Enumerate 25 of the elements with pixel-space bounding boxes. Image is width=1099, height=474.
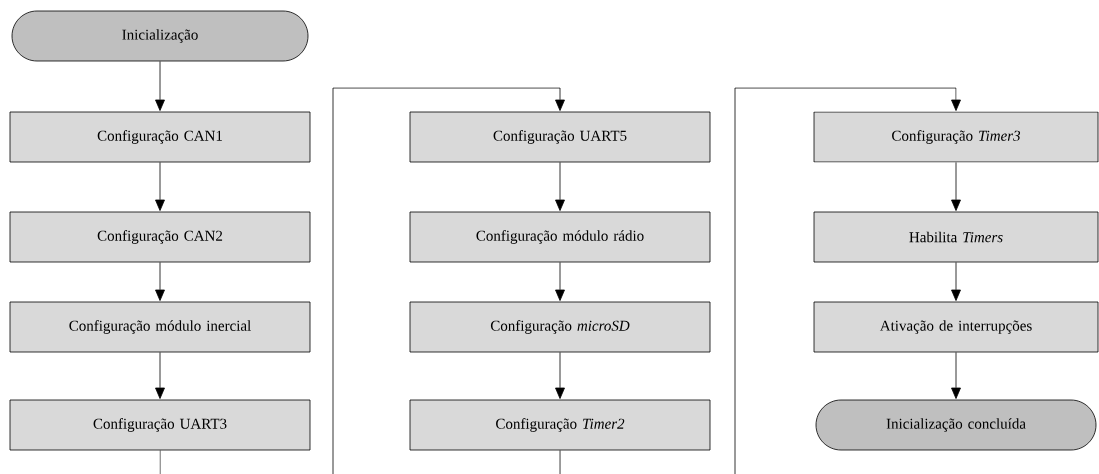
arrow (951, 352, 961, 399)
process-box: Configuração CAN1 (9, 111, 311, 163)
arrow (951, 162, 961, 211)
arrow (159, 87, 565, 474)
arrow (155, 262, 165, 301)
arrow (155, 61, 165, 111)
terminal-box: Inicialização (11, 10, 309, 62)
arrow (555, 352, 565, 399)
process-box: Configuração módulo rádio (409, 211, 711, 263)
process-box: Configuração CAN2 (9, 211, 311, 263)
process-box: Configuração microSD (409, 301, 711, 353)
arrow (559, 87, 961, 474)
arrow (555, 162, 565, 211)
process-box: Configuração Timer3 (813, 111, 1099, 163)
process-box: Habilita Timers (813, 211, 1099, 263)
process-box: Configuração UART3 (9, 399, 311, 451)
process-box: Configuração módulo inercial (9, 301, 311, 353)
terminal-box: Inicialização concluída (815, 399, 1097, 451)
process-box: Ativação de interrupções (813, 301, 1099, 353)
arrow (155, 352, 165, 399)
arrow (155, 162, 165, 211)
arrow (555, 262, 565, 301)
arrow (951, 262, 961, 301)
process-box: Configuração Timer2 (409, 399, 711, 451)
process-box: Configuração UART5 (409, 111, 711, 163)
